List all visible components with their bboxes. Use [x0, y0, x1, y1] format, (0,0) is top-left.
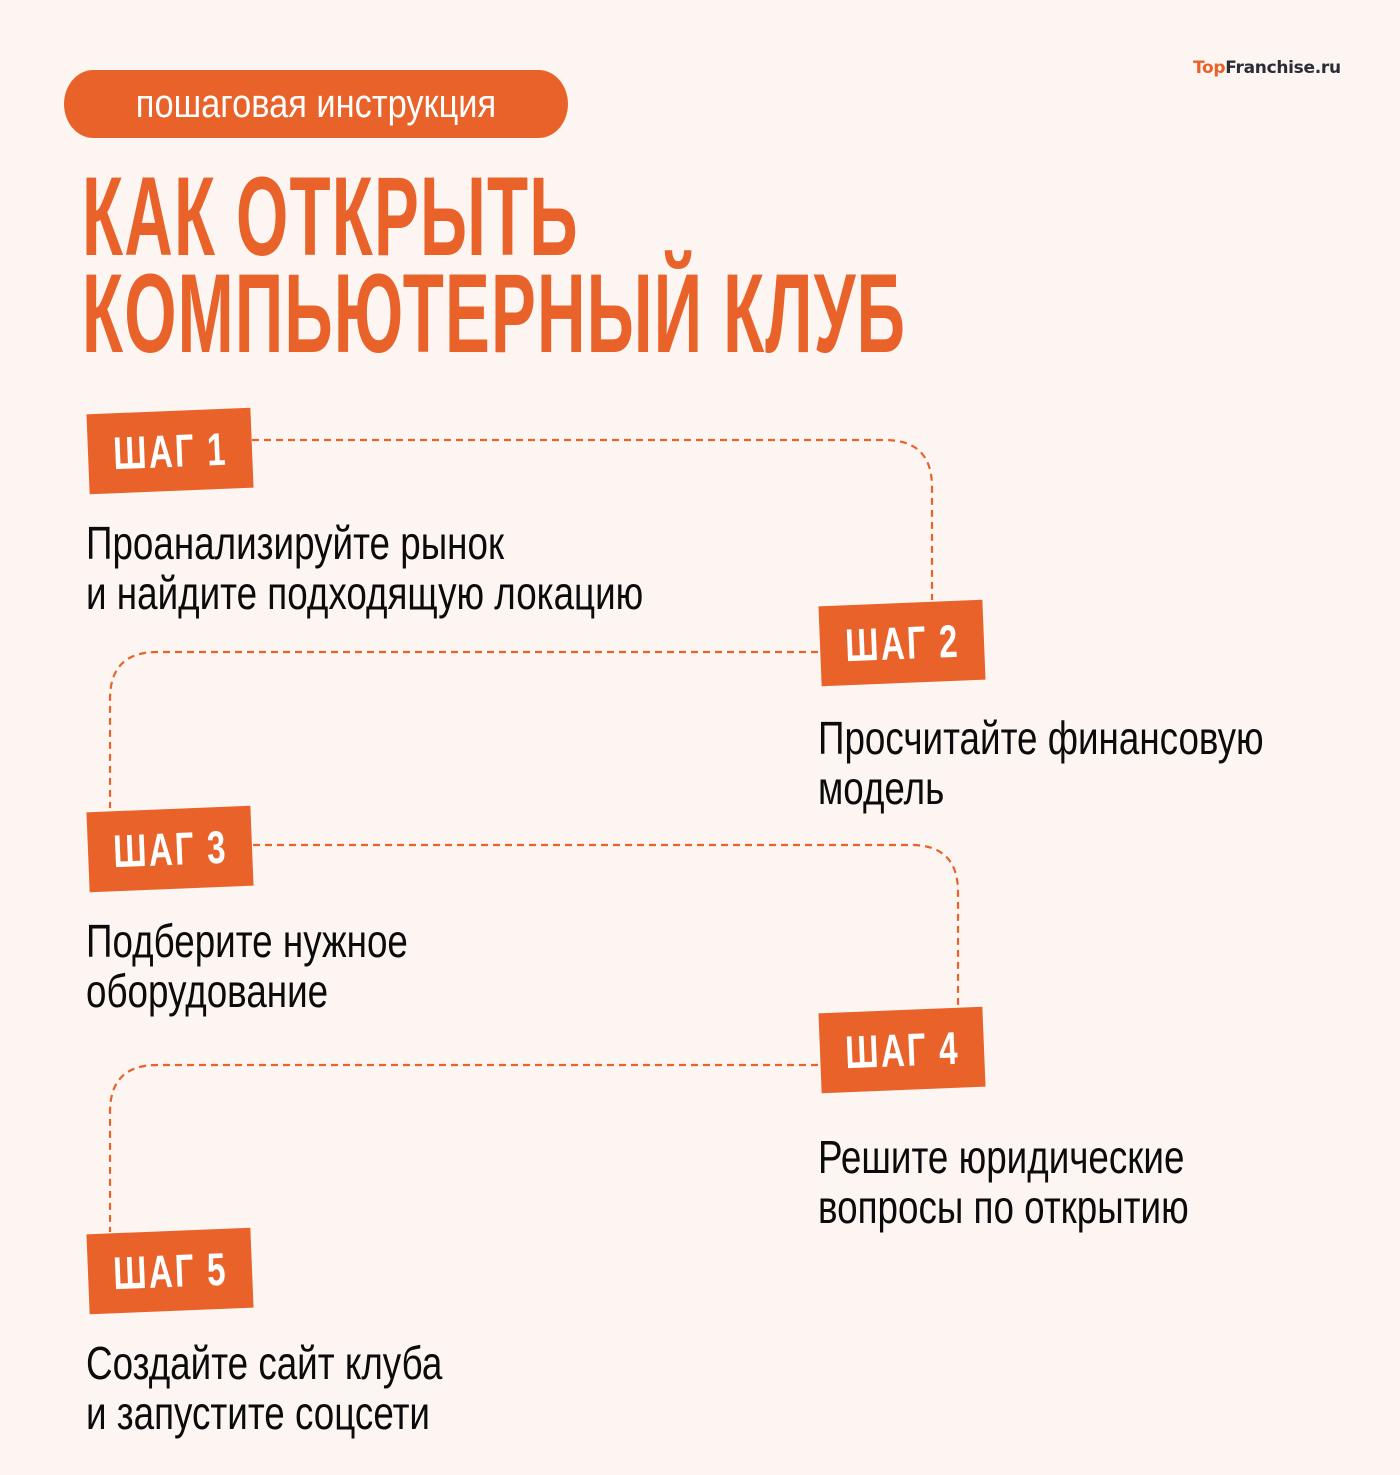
topfranchise-logo: TopFranchise.ru [1193, 58, 1341, 78]
connector-3-4 [253, 843, 960, 1008]
tag-label: пошаговая инструкция [135, 81, 497, 126]
step-4-line-1: Решите юридические [818, 1131, 1185, 1183]
step-2-badge: ШАГ 2 [818, 599, 986, 687]
connector-4-5 [108, 1063, 818, 1232]
step-5-description: Создайте сайт клуба и запустите соцсети [86, 1338, 442, 1438]
step-4-badge: ШАГ 4 [818, 1006, 986, 1094]
logo-top: Top [1193, 58, 1226, 78]
logo-franchise: Franchise.ru [1225, 58, 1341, 78]
step-2-line-2: модель [818, 762, 945, 814]
step-2-line-1: Просчитайте финансовую [818, 712, 1264, 764]
step-5-line-1: Создайте сайт клуба [86, 1337, 443, 1389]
step-1-badge: ШАГ 1 [86, 407, 254, 495]
tag-pill: пошаговая инструкция [64, 70, 568, 138]
step-1-description: Проанализируйте рынок и найдите подходящ… [86, 518, 643, 618]
step-3-badge: ШАГ 3 [86, 805, 254, 893]
step-3-line-1: Подберите нужное [86, 915, 408, 967]
step-4-line-2: вопросы по открытию [818, 1181, 1189, 1233]
step-2-badge-label: ШАГ 2 [843, 614, 961, 672]
connector-2-3 [108, 650, 818, 808]
step-1-badge-label: ШАГ 1 [111, 422, 229, 480]
step-4-description: Решите юридические вопросы по открытию [818, 1132, 1189, 1232]
step-5-badge-label: ШАГ 5 [111, 1242, 229, 1300]
step-3-line-2: оборудование [86, 965, 329, 1017]
step-5-badge: ШАГ 5 [86, 1227, 254, 1315]
step-1-line-2: и найдите подходящую локацию [86, 567, 644, 619]
step-1-line-1: Проанализируйте рынок [86, 517, 505, 569]
title-line-2: компьютерный клуб [82, 251, 907, 376]
step-3-description: Подберите нужное оборудование [86, 916, 408, 1016]
page-title: Как открыть компьютерный клуб [82, 161, 906, 370]
step-5-line-2: и запустите соцсети [86, 1387, 430, 1439]
step-2-description: Просчитайте финансовую модель [818, 713, 1264, 813]
step-3-badge-label: ШАГ 3 [111, 820, 229, 878]
title-line-1: Как открыть [82, 154, 579, 279]
step-4-badge-label: ШАГ 4 [843, 1021, 961, 1079]
